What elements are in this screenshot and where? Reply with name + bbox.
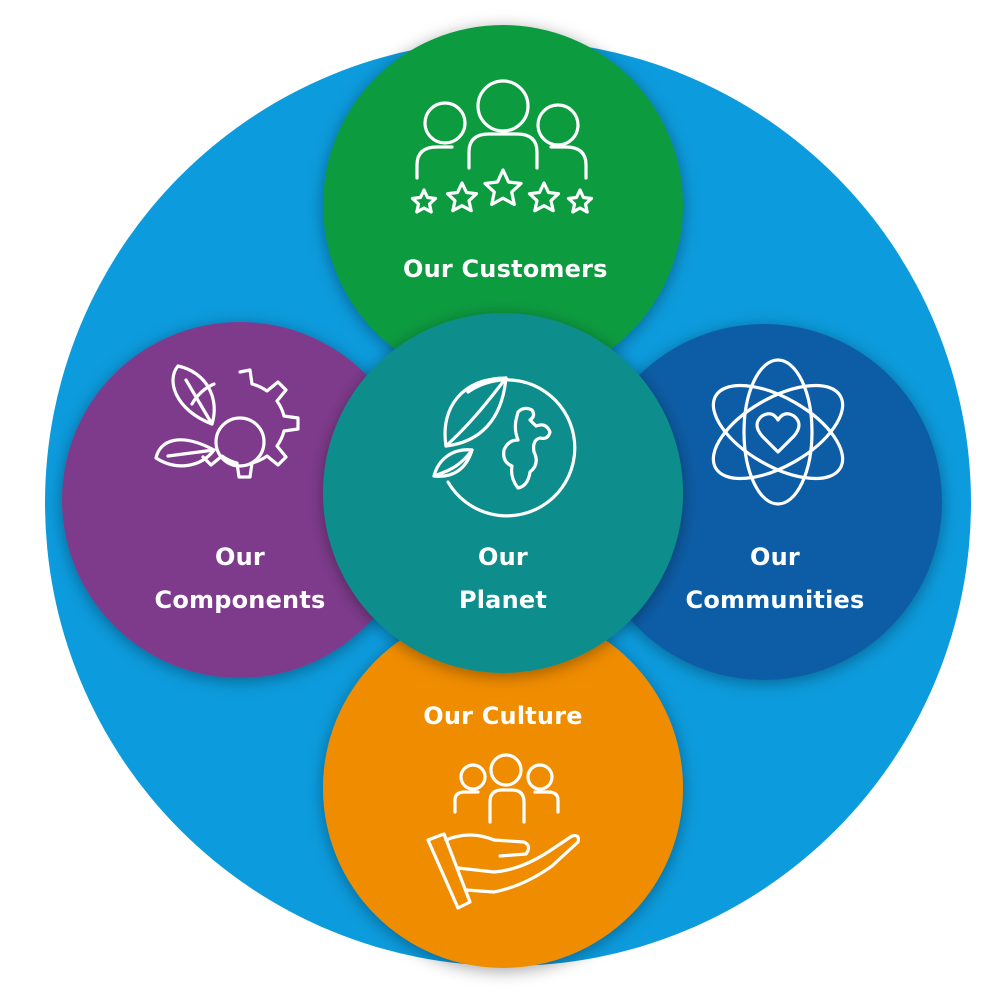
planet-label-line1: Our <box>478 543 528 571</box>
communities-circle <box>586 324 942 680</box>
customers-label-text: Our Customers <box>403 255 608 283</box>
culture-label: Our Culture <box>403 695 603 738</box>
heart-orbit-icon <box>711 358 845 506</box>
customers-label: Our Customers <box>403 248 608 291</box>
components-circle <box>62 322 418 678</box>
customers-circle <box>323 25 683 385</box>
globe-with-leaf-icon <box>432 376 577 518</box>
planet-label: Our Planet <box>428 536 578 622</box>
hand-holding-people-icon <box>426 753 580 910</box>
communities-label: Our Communities <box>660 536 890 622</box>
planet-label-line2: Planet <box>458 586 548 614</box>
components-label: Our Components <box>135 536 345 622</box>
culture-circle <box>323 608 683 968</box>
components-label-line1: Our <box>215 543 265 571</box>
culture-label-text: Our Culture <box>423 702 583 730</box>
planet-circle <box>323 313 683 673</box>
people-with-stars-icon <box>410 79 594 214</box>
components-label-line2: Components <box>154 586 326 614</box>
communities-label-line1: Our <box>750 543 800 571</box>
gear-with-leaves-icon <box>154 364 300 479</box>
communities-label-line2: Communities <box>685 586 865 614</box>
